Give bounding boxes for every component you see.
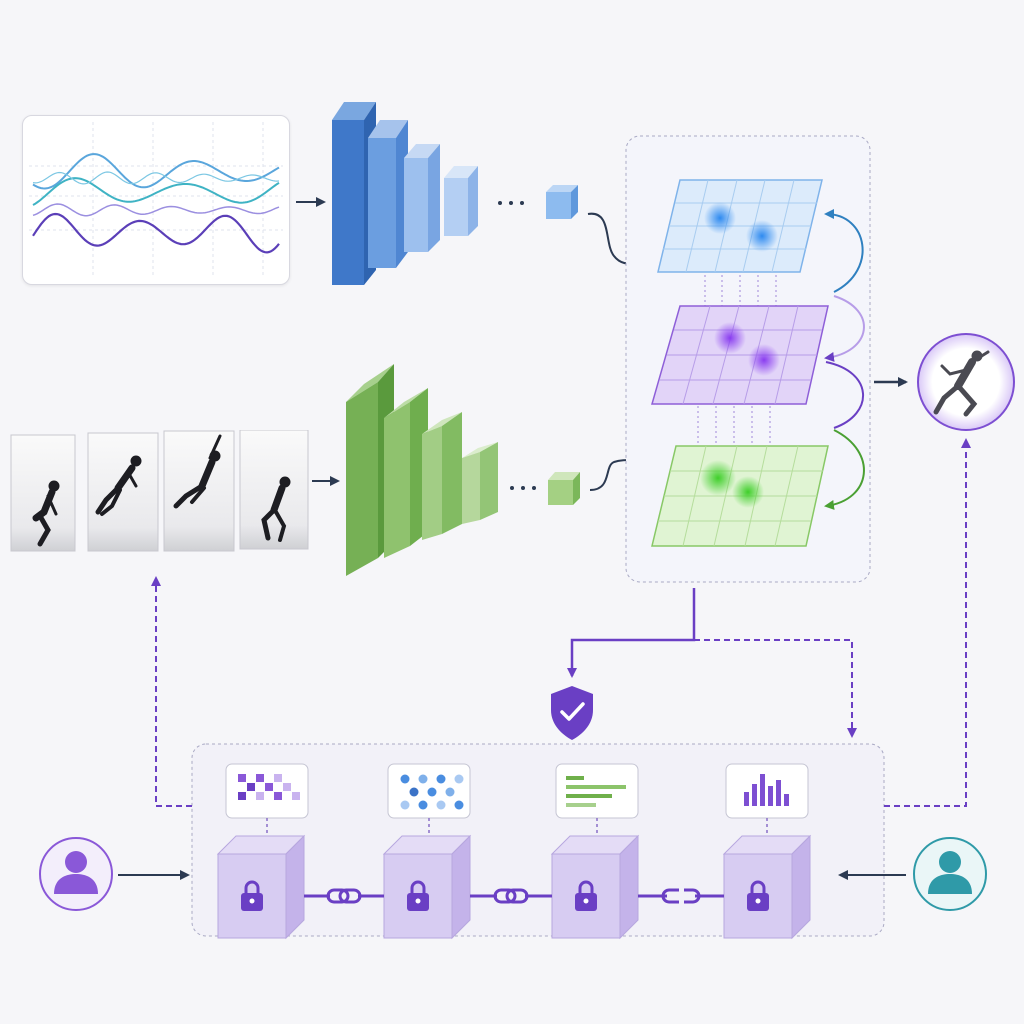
ellipsis-dots (510, 486, 536, 490)
attention-arrow-purple-bottom (825, 361, 864, 429)
video-encoder-layer-4 (462, 442, 498, 524)
data-panel-2 (387, 763, 471, 819)
stacked-heatmap-grid-icon (651, 179, 829, 547)
attention-arrow-green (824, 429, 865, 510)
ellipsis-dots (498, 201, 524, 205)
shield-check-icon (551, 686, 593, 740)
video-encoder-layer-2 (384, 388, 428, 558)
signal-panel (22, 115, 290, 285)
signal-encoder-layer-3 (404, 144, 440, 252)
fusion-to-ledger-dashed-line (694, 639, 857, 738)
ledger-to-result-feedback-line (884, 438, 971, 807)
user-right[interactable] (913, 837, 987, 911)
user-icon (54, 851, 98, 894)
ledger-block (382, 834, 472, 940)
signal-encoder (332, 102, 578, 285)
padlock-icon (407, 880, 429, 911)
video-feature-map (651, 445, 829, 547)
chain-link-icon (304, 888, 384, 904)
padlock-icon (747, 880, 769, 911)
attention-arrow-purple-top (824, 295, 865, 362)
attention-arrow-blue (824, 209, 864, 293)
bar-chart-icon (744, 774, 789, 806)
ledger-container (191, 743, 885, 937)
padlock-icon (575, 880, 597, 911)
dot-grid-icon (400, 774, 464, 810)
signal-encoder-layer-4 (444, 166, 478, 236)
padlock-icon (241, 880, 263, 911)
pixel-grid-icon (238, 774, 300, 800)
signal-feature-map (657, 179, 823, 273)
multichannel-waveform-icon (29, 122, 283, 278)
user-icon (928, 851, 972, 894)
jumping-person-icon (933, 350, 990, 417)
fusion-to-verification-line (567, 588, 696, 678)
data-panel-3 (555, 763, 639, 819)
fused-feature-map (651, 305, 829, 405)
signal-encoder-layer-2 (368, 120, 408, 268)
video-encoder (346, 364, 580, 576)
signal-feature-cube (546, 185, 578, 219)
data-panel-4 (725, 763, 809, 819)
user-left[interactable] (39, 837, 113, 911)
ledger-to-video-feedback-line (151, 576, 192, 807)
ledger-blocks (216, 834, 812, 940)
chain-link-icon (638, 888, 724, 904)
jumping-person-frame-icon (10, 429, 309, 552)
result-node (917, 333, 1015, 431)
ledger-block (550, 834, 640, 940)
text-lines-icon (566, 776, 626, 807)
chain-link-icon (470, 888, 552, 904)
video-encoder-layer-3 (422, 412, 462, 540)
ledger-block (722, 834, 812, 940)
data-panel-1 (225, 763, 309, 819)
ledger-block (216, 834, 306, 940)
video-feature-cube (548, 472, 580, 505)
ledger-links (304, 888, 724, 904)
video-frames (10, 429, 310, 555)
